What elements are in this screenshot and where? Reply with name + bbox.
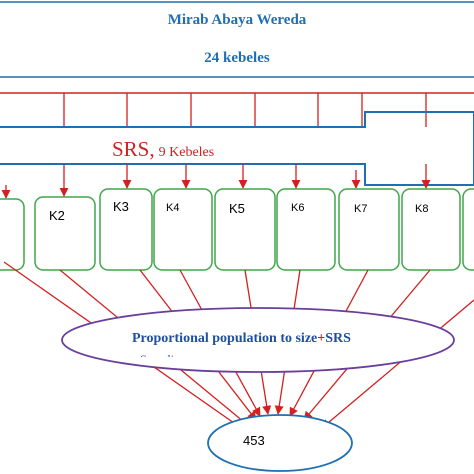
kebele-count: 24 kebeles	[204, 50, 270, 66]
kebele-box-2	[34, 196, 96, 271]
kebele-label-5: K5	[229, 201, 245, 216]
kebele-box-7	[338, 188, 400, 271]
kebele-label-4: K4	[166, 202, 180, 214]
srs-label-main: SRS,	[112, 137, 155, 161]
method-label-clipped: Sampling	[140, 352, 186, 357]
sample-size-value: 453	[243, 433, 265, 448]
method-label-part1: Proportional population to size	[132, 331, 318, 346]
srs-label-sub: 9 Kebeles	[158, 145, 215, 160]
kebele-box-9	[462, 188, 474, 271]
srs-label: SRS, 9 Kebeles	[112, 137, 214, 162]
selection-arrows	[1, 164, 431, 199]
kebele-label-7: K7	[354, 203, 368, 215]
kebele-box-4	[153, 188, 213, 271]
kebele-box-5	[214, 188, 276, 271]
srs-arrow	[0, 111, 474, 186]
method-label: Proportional population to size+SRS	[132, 331, 351, 347]
wereda-title: Mirab Abaya Wereda	[167, 12, 307, 28]
kebele-box-6	[276, 188, 336, 271]
kebele-box-1	[0, 198, 25, 271]
kebele-box-3	[99, 188, 153, 271]
kebele-label-8: K8	[415, 203, 429, 215]
distribution-ticks	[63, 93, 427, 127]
method-label-plus: +	[317, 331, 326, 346]
kebele-box-8	[401, 188, 461, 271]
kebele-label-6: K6	[291, 202, 305, 214]
kebele-label-2: K2	[49, 208, 65, 223]
kebele-label-3: K3	[113, 199, 129, 214]
kebele-boxes	[0, 188, 474, 271]
method-ellipse	[61, 307, 455, 373]
result-ellipse	[207, 414, 353, 472]
method-label-part2: SRS	[325, 331, 351, 346]
